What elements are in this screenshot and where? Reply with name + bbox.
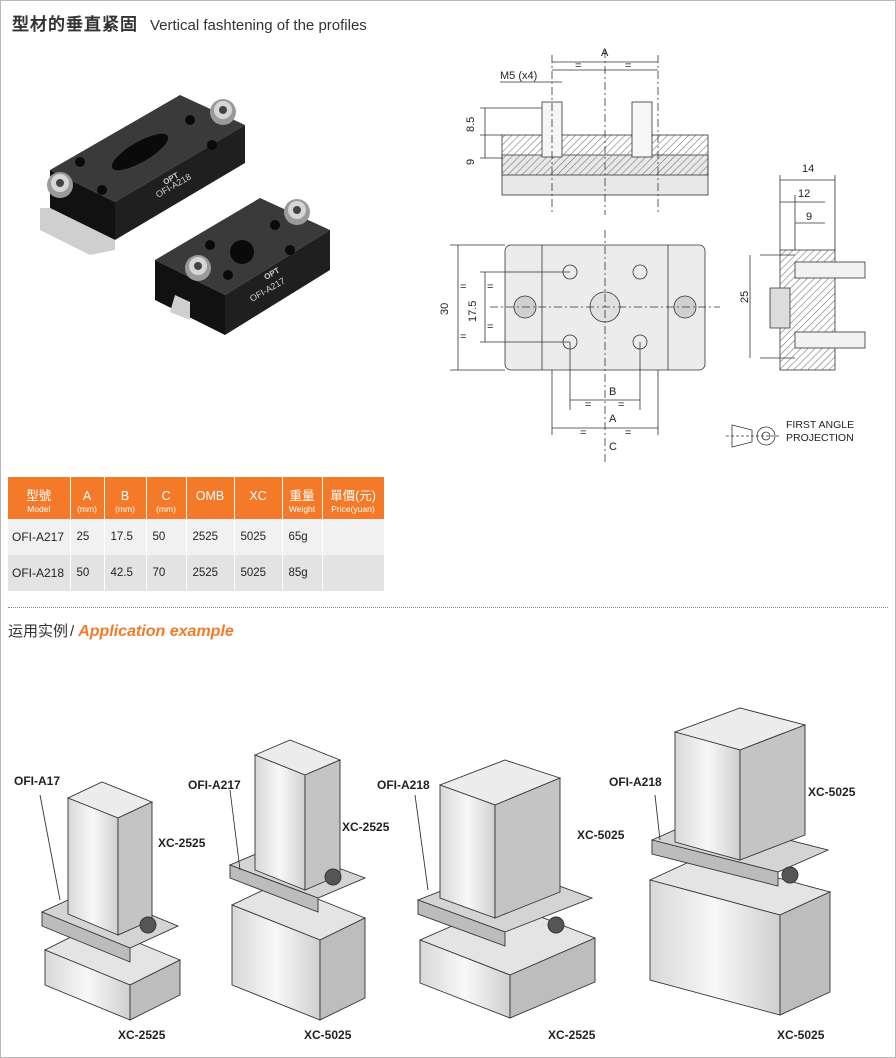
example-2-lower-label: XC-5025 (304, 1028, 352, 1042)
part-ofi-a217: OFI-A217 OPT (155, 198, 330, 335)
dim-14: 14 (802, 163, 814, 175)
example-4-part-label: OFI-A218 (609, 775, 662, 789)
application-example-4 (648, 707, 832, 1016)
example-3-part-label: OFI-A218 (377, 778, 430, 792)
cell-price (322, 555, 385, 591)
page-header: 型材的垂直紧固 Vertical fashtening of the profi… (12, 10, 367, 35)
dim-eq-4: = (460, 331, 466, 343)
section-view-top (480, 50, 709, 215)
part-ofi-a218: OFI-A218 OPT (40, 95, 245, 255)
dim-25: 25 (739, 291, 751, 303)
application-example-2 (228, 739, 367, 1021)
cell-weight: 85g (282, 555, 323, 591)
dim-a-bottom: A (609, 413, 617, 425)
projection-line1: FIRST ANGLE (786, 419, 854, 431)
dim-a-top: A (601, 47, 609, 59)
application-title-separator: / (70, 623, 75, 640)
cell-omb: 2525 (186, 519, 235, 555)
cell-weight: 65g (282, 519, 323, 555)
cell-b: 42.5 (104, 555, 147, 591)
dim-eq-8: = (618, 399, 624, 411)
first-angle-projection-icon (726, 424, 780, 448)
dim-12: 12 (798, 188, 810, 200)
dim-m5: M5 (x4) (500, 70, 537, 82)
cell-price (322, 519, 385, 555)
cell-model: OFI-A218 (8, 555, 71, 591)
example-1-lower-label: XC-2525 (118, 1028, 166, 1042)
application-title: 运用实例 / Application example (8, 620, 234, 641)
plan-view (450, 230, 720, 465)
cell-c: 50 (146, 519, 187, 555)
section-divider (8, 607, 888, 608)
application-title-cn: 运用实例 (8, 622, 69, 640)
dim-8-5: 8.5 (465, 117, 477, 132)
example-4-lower-label: XC-5025 (777, 1028, 825, 1042)
dim-9b: 9 (806, 211, 812, 223)
dim-9: 9 (465, 159, 477, 165)
table-row: OFI-A217 25 17.5 50 2525 5025 65g (8, 519, 385, 555)
example-1-part-label: OFI-A17 (14, 774, 61, 788)
dim-b: B (609, 386, 616, 398)
dim-eq-5: = (487, 281, 493, 293)
th-c: C(mm) (146, 477, 187, 519)
page-title-cn: 型材的垂直紧固 (12, 15, 138, 35)
example-3-upper-label: XC-5025 (577, 828, 625, 842)
cell-a: 25 (70, 519, 105, 555)
cell-model: OFI-A217 (8, 519, 71, 555)
application-example-1 (39, 781, 182, 1021)
dim-c: C (609, 441, 617, 453)
application-illustrations (39, 707, 832, 1021)
dim-30: 30 (439, 303, 451, 315)
projection-line2: PROJECTION (786, 432, 854, 444)
application-title-en: Application example (78, 623, 234, 640)
side-view (749, 175, 866, 371)
technical-drawing: A = = M5 (x4) 8.5 9 30 17.5 = = = = B = … (439, 47, 866, 465)
th-a: A(mm) (70, 477, 105, 519)
th-omb: OMB (186, 477, 235, 519)
table-row: OFI-A218 50 42.5 70 2525 5025 85g (8, 555, 385, 591)
cell-a: 50 (70, 555, 105, 591)
dim-eq-3: = (460, 281, 466, 293)
dim-eq-1: = (575, 60, 581, 72)
dim-17-5: 17.5 (467, 301, 479, 322)
example-1-upper-label: XC-2525 (158, 836, 206, 850)
cell-xc: 5025 (234, 519, 283, 555)
dim-eq-10: = (625, 427, 631, 439)
example-2-part-label: OFI-A217 (188, 778, 241, 792)
cell-b: 17.5 (104, 519, 147, 555)
dim-eq-6: = (487, 321, 493, 333)
cell-xc: 5025 (234, 555, 283, 591)
th-b: B(mm) (104, 477, 147, 519)
th-price: 單價(元)Price(yuan) (322, 477, 385, 519)
example-3-lower-label: XC-2525 (548, 1028, 596, 1042)
cell-omb: 2525 (186, 555, 235, 591)
example-2-upper-label: XC-2525 (342, 820, 390, 834)
product-photo: OFI-A218 OPT OFI-A217 OPT (40, 95, 330, 335)
application-example-3 (414, 759, 597, 1019)
dim-eq-7: = (585, 399, 591, 411)
page-title-en: Vertical fashtening of the profiles (150, 17, 367, 34)
example-4-upper-label: XC-5025 (808, 785, 856, 799)
dim-eq-9: = (580, 427, 586, 439)
th-xc: XC (234, 477, 283, 519)
dim-eq-2: = (625, 60, 631, 72)
cell-c: 70 (146, 555, 187, 591)
